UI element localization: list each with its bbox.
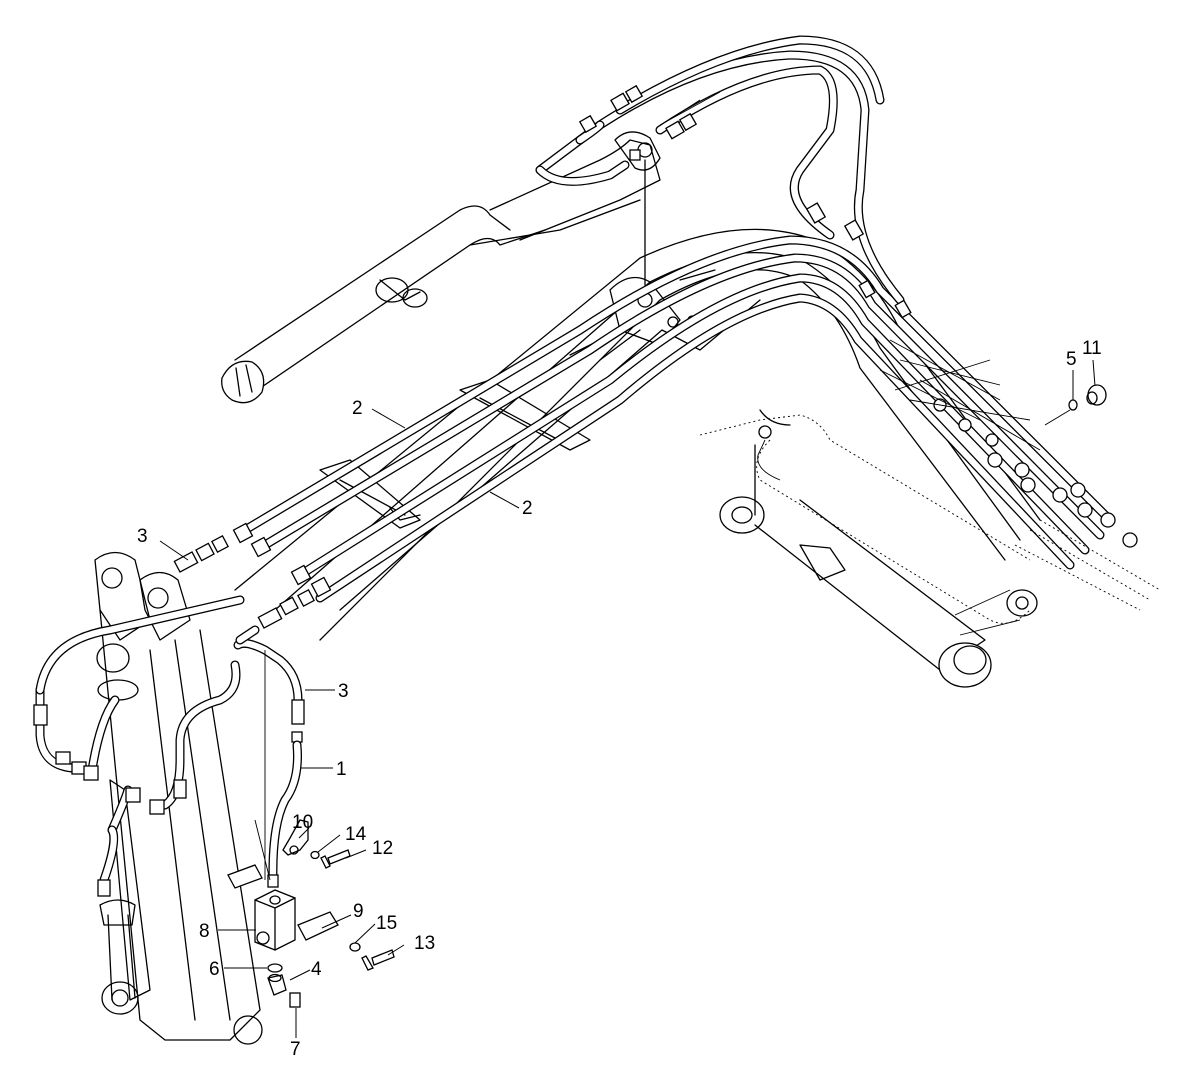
boom-cylinder xyxy=(699,409,1038,688)
hose-fittings-right xyxy=(879,339,1161,611)
callout-15: 15 xyxy=(376,913,397,934)
valve-block-assembly xyxy=(227,384,1107,1008)
arm-cylinder xyxy=(221,139,661,404)
callout-leaders xyxy=(159,359,1096,1038)
callout-11: 11 xyxy=(1082,338,1102,359)
callout-labels: 2 2 3 3 1 10 14 12 9 8 15 13 6 4 7 5 11 xyxy=(137,338,1102,1060)
callout-13: 13 xyxy=(414,933,435,954)
left-hoses xyxy=(33,595,245,897)
callout-2-lower: 2 xyxy=(522,498,533,519)
callout-8: 8 xyxy=(199,921,210,942)
left-cylinder xyxy=(99,779,151,1015)
callout-4: 4 xyxy=(311,959,322,980)
callout-10: 10 xyxy=(292,812,313,833)
callout-14: 14 xyxy=(345,824,367,845)
callout-3-upper: 3 xyxy=(137,526,148,547)
callout-6: 6 xyxy=(209,959,220,980)
arm-post xyxy=(94,551,263,1045)
callout-3-lower: 3 xyxy=(338,681,349,702)
callout-2-upper: 2 xyxy=(352,398,363,419)
hose-1-and-3 xyxy=(233,625,305,888)
callout-7: 7 xyxy=(290,1039,301,1060)
callout-1: 1 xyxy=(336,759,347,780)
callout-5: 5 xyxy=(1066,349,1077,370)
hose-fittings-left xyxy=(173,522,332,629)
boom-hoses xyxy=(173,235,1161,629)
callout-12: 12 xyxy=(372,838,393,859)
callout-9: 9 xyxy=(353,901,364,922)
arm-top-hoses xyxy=(535,35,912,319)
